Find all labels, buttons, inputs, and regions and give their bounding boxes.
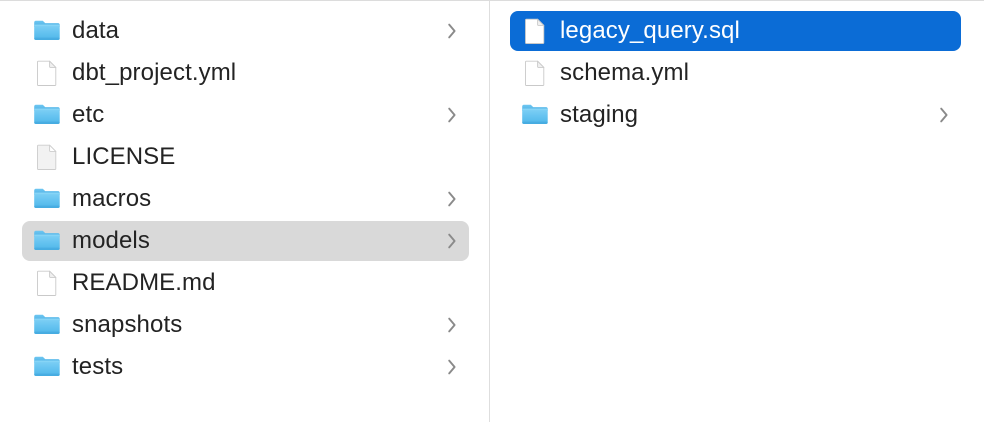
folder-icon-svg	[34, 104, 60, 124]
folder-icon	[32, 310, 62, 340]
folder-icon	[32, 100, 62, 130]
folder-icon	[520, 100, 550, 130]
item-label: snapshots	[72, 311, 183, 338]
file-row[interactable]: LICENSE	[22, 137, 469, 177]
document-icon-svg	[37, 270, 57, 296]
file-row[interactable]: README.md	[22, 263, 469, 303]
item-label: LICENSE	[72, 143, 176, 170]
item-label: schema.yml	[560, 59, 690, 86]
item-label: staging	[560, 101, 639, 128]
folder-row[interactable]: data	[22, 11, 469, 51]
chevron-right-icon[interactable]	[445, 230, 459, 252]
item-label: dbt_project.yml	[72, 59, 237, 86]
item-label: models	[72, 227, 150, 254]
chevron-right-icon-svg	[448, 191, 456, 207]
chevron-right-icon[interactable]	[445, 20, 459, 42]
document-icon-svg	[525, 18, 545, 44]
chevron-right-icon[interactable]	[445, 104, 459, 126]
folder-icon-svg	[34, 356, 60, 376]
folder-icon	[32, 16, 62, 46]
item-label: macros	[72, 185, 152, 212]
file-row[interactable]: dbt_project.yml	[22, 53, 469, 93]
generic-file-icon-svg	[37, 144, 57, 170]
folder-icon-svg	[34, 314, 60, 334]
document-icon	[520, 16, 550, 46]
chevron-right-icon[interactable]	[937, 104, 951, 126]
document-icon	[520, 58, 550, 88]
folder-icon-svg	[522, 104, 548, 124]
folder-icon	[32, 226, 62, 256]
folder-icon-svg	[34, 188, 60, 208]
chevron-right-icon[interactable]	[445, 188, 459, 210]
item-label: README.md	[72, 269, 216, 296]
file-row[interactable]: legacy_query.sql	[510, 11, 961, 51]
chevron-right-icon-svg	[448, 23, 456, 39]
document-icon	[32, 268, 62, 298]
chevron-right-icon-svg	[448, 317, 456, 333]
file-row[interactable]: schema.yml	[510, 53, 961, 93]
folder-row[interactable]: models	[22, 221, 469, 261]
document-icon-svg	[525, 60, 545, 86]
folder-row[interactable]: snapshots	[22, 305, 469, 345]
folder-row[interactable]: tests	[22, 347, 469, 387]
chevron-right-icon-svg	[448, 359, 456, 375]
document-icon-svg	[37, 60, 57, 86]
folder-icon	[32, 352, 62, 382]
document-icon	[32, 58, 62, 88]
item-label: data	[72, 17, 120, 44]
models-folder-column[interactable]: legacy_query.sql schema.yml staging	[490, 1, 983, 422]
folder-row[interactable]: etc	[22, 95, 469, 135]
item-label: tests	[72, 353, 124, 380]
folder-icon	[32, 184, 62, 214]
folder-icon-svg	[34, 230, 60, 250]
chevron-right-icon[interactable]	[445, 314, 459, 336]
item-label: etc	[72, 101, 105, 128]
folder-row[interactable]: staging	[510, 95, 961, 135]
chevron-right-icon-svg	[940, 107, 948, 123]
item-label: legacy_query.sql	[560, 17, 740, 44]
folder-icon-svg	[34, 20, 60, 40]
chevron-right-icon-svg	[448, 233, 456, 249]
folder-row[interactable]: macros	[22, 179, 469, 219]
generic-file-icon	[32, 142, 62, 172]
chevron-right-icon[interactable]	[445, 356, 459, 378]
chevron-right-icon-svg	[448, 107, 456, 123]
project-root-column[interactable]: data dbt_project.yml etc LICE	[0, 1, 490, 422]
